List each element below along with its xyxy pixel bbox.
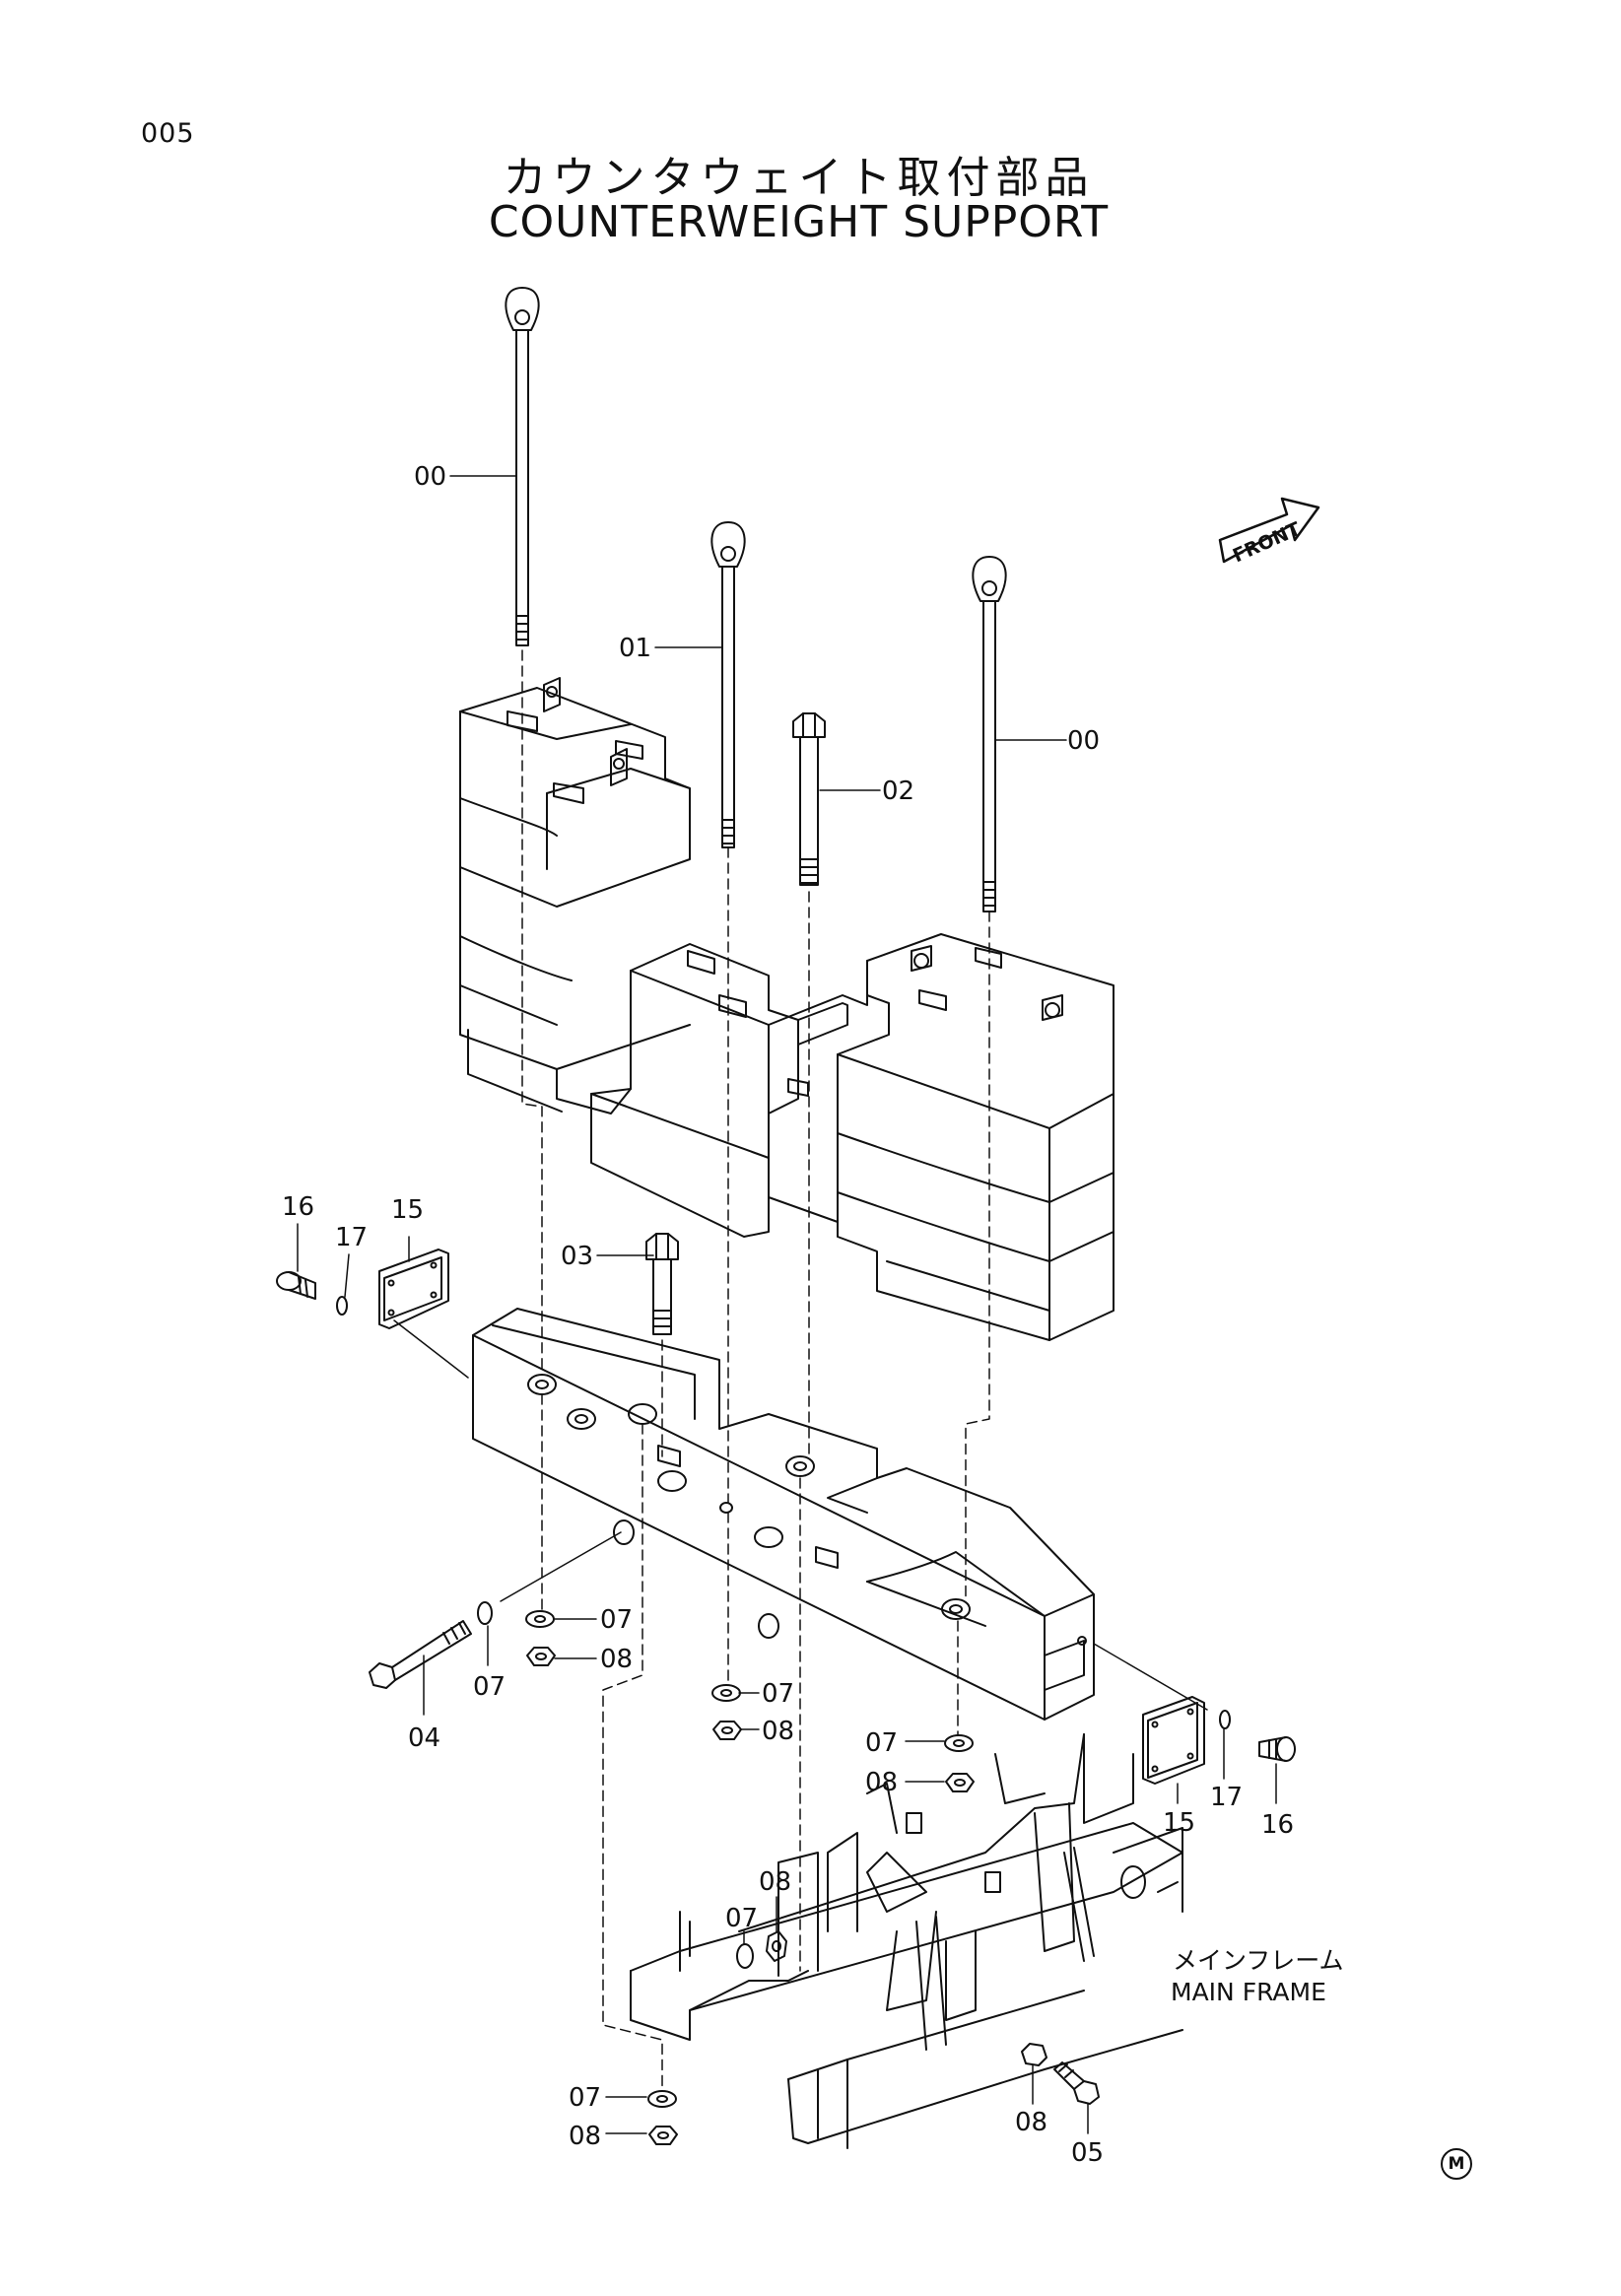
callout-07-bolt04: 07 (473, 1672, 506, 1702)
title-japanese: カウンタウェイト取付部品 (503, 153, 1095, 203)
front-label: FRONT (1230, 518, 1304, 568)
callout-08-c: 08 (865, 1768, 898, 1797)
callout-07-d: 07 (725, 1904, 758, 1933)
eye-bolt-left (505, 287, 540, 646)
callout-16-left: 16 (282, 1192, 314, 1222)
screw-16-left (276, 1271, 316, 1300)
nut-08-c (945, 1773, 975, 1792)
cover-plate-15-left (378, 1249, 449, 1329)
nut-08-b (712, 1721, 742, 1740)
screw-16-right (1258, 1736, 1296, 1762)
leader-lines (297, 475, 1277, 2134)
callout-07-a: 07 (600, 1605, 633, 1635)
cover-plate-15-right (1142, 1696, 1205, 1785)
callout-04: 04 (408, 1723, 440, 1753)
counterweight-right-block (768, 933, 1114, 1341)
callout-00-right: 00 (1067, 726, 1100, 756)
part-labels: 00 01 00 02 03 16 17 15 04 07 07 08 07 0… (282, 462, 1344, 2168)
title-english: COUNTERWEIGHT SUPPORT (488, 197, 1110, 247)
callout-08-e: 08 (569, 2122, 601, 2151)
eye-bolt-center (710, 521, 746, 848)
washer-07-d (736, 1943, 754, 1969)
bolt-05 (1053, 2061, 1100, 2105)
callout-07-e: 07 (569, 2083, 601, 2113)
washer-07-b (711, 1684, 741, 1702)
nut-08-d (766, 1930, 787, 1962)
bolt-03 (645, 1233, 679, 1335)
washer-07-c (944, 1734, 974, 1752)
page-number: 005 (141, 118, 195, 149)
callout-17-right: 17 (1210, 1783, 1243, 1812)
front-arrow-icon: FRONT (1218, 497, 1320, 568)
main-frame-label-en: MAIN FRAME (1171, 1978, 1326, 2006)
counterweight-left-block (459, 677, 691, 1114)
main-frame-label-jp: メインフレーム (1173, 1946, 1344, 1975)
callout-00-left: 00 (414, 462, 446, 492)
nut-08-a (526, 1647, 556, 1666)
manufacturer-mark-icon: M (1441, 2148, 1472, 2180)
connector-lines (393, 1319, 1208, 1711)
assembly-guide-lines (521, 649, 990, 2090)
callout-16-right: 16 (1261, 1810, 1294, 1840)
nut-08-f (1021, 2043, 1047, 2066)
nut-08-e (648, 2126, 678, 2145)
callout-02: 02 (882, 777, 914, 806)
callout-15-left: 15 (391, 1195, 424, 1225)
callout-07-b: 07 (762, 1679, 794, 1709)
bolt-04 (369, 1620, 472, 1689)
main-frame (630, 1733, 1183, 2149)
callout-15-right: 15 (1163, 1808, 1195, 1838)
callout-01: 01 (619, 634, 651, 663)
callout-05: 05 (1071, 2138, 1104, 2168)
bolt-02 (792, 712, 826, 886)
callout-03: 03 (561, 1242, 593, 1271)
callout-17-left: 17 (335, 1223, 368, 1252)
counterweight-support-beam (472, 1308, 1095, 1721)
callout-08-f: 08 (1015, 2108, 1047, 2137)
washer-17-right (1219, 1710, 1231, 1729)
callout-08-a: 08 (600, 1645, 633, 1674)
callout-07-c: 07 (865, 1728, 898, 1758)
eye-bolt-right (972, 556, 1007, 912)
washer-17-left (336, 1296, 348, 1316)
washer-07-e (647, 2090, 677, 2108)
washer-07-a (525, 1610, 555, 1628)
callout-08-d: 08 (759, 1867, 791, 1897)
washer-07-bolt04 (477, 1601, 493, 1625)
callout-08-b: 08 (762, 1717, 794, 1746)
